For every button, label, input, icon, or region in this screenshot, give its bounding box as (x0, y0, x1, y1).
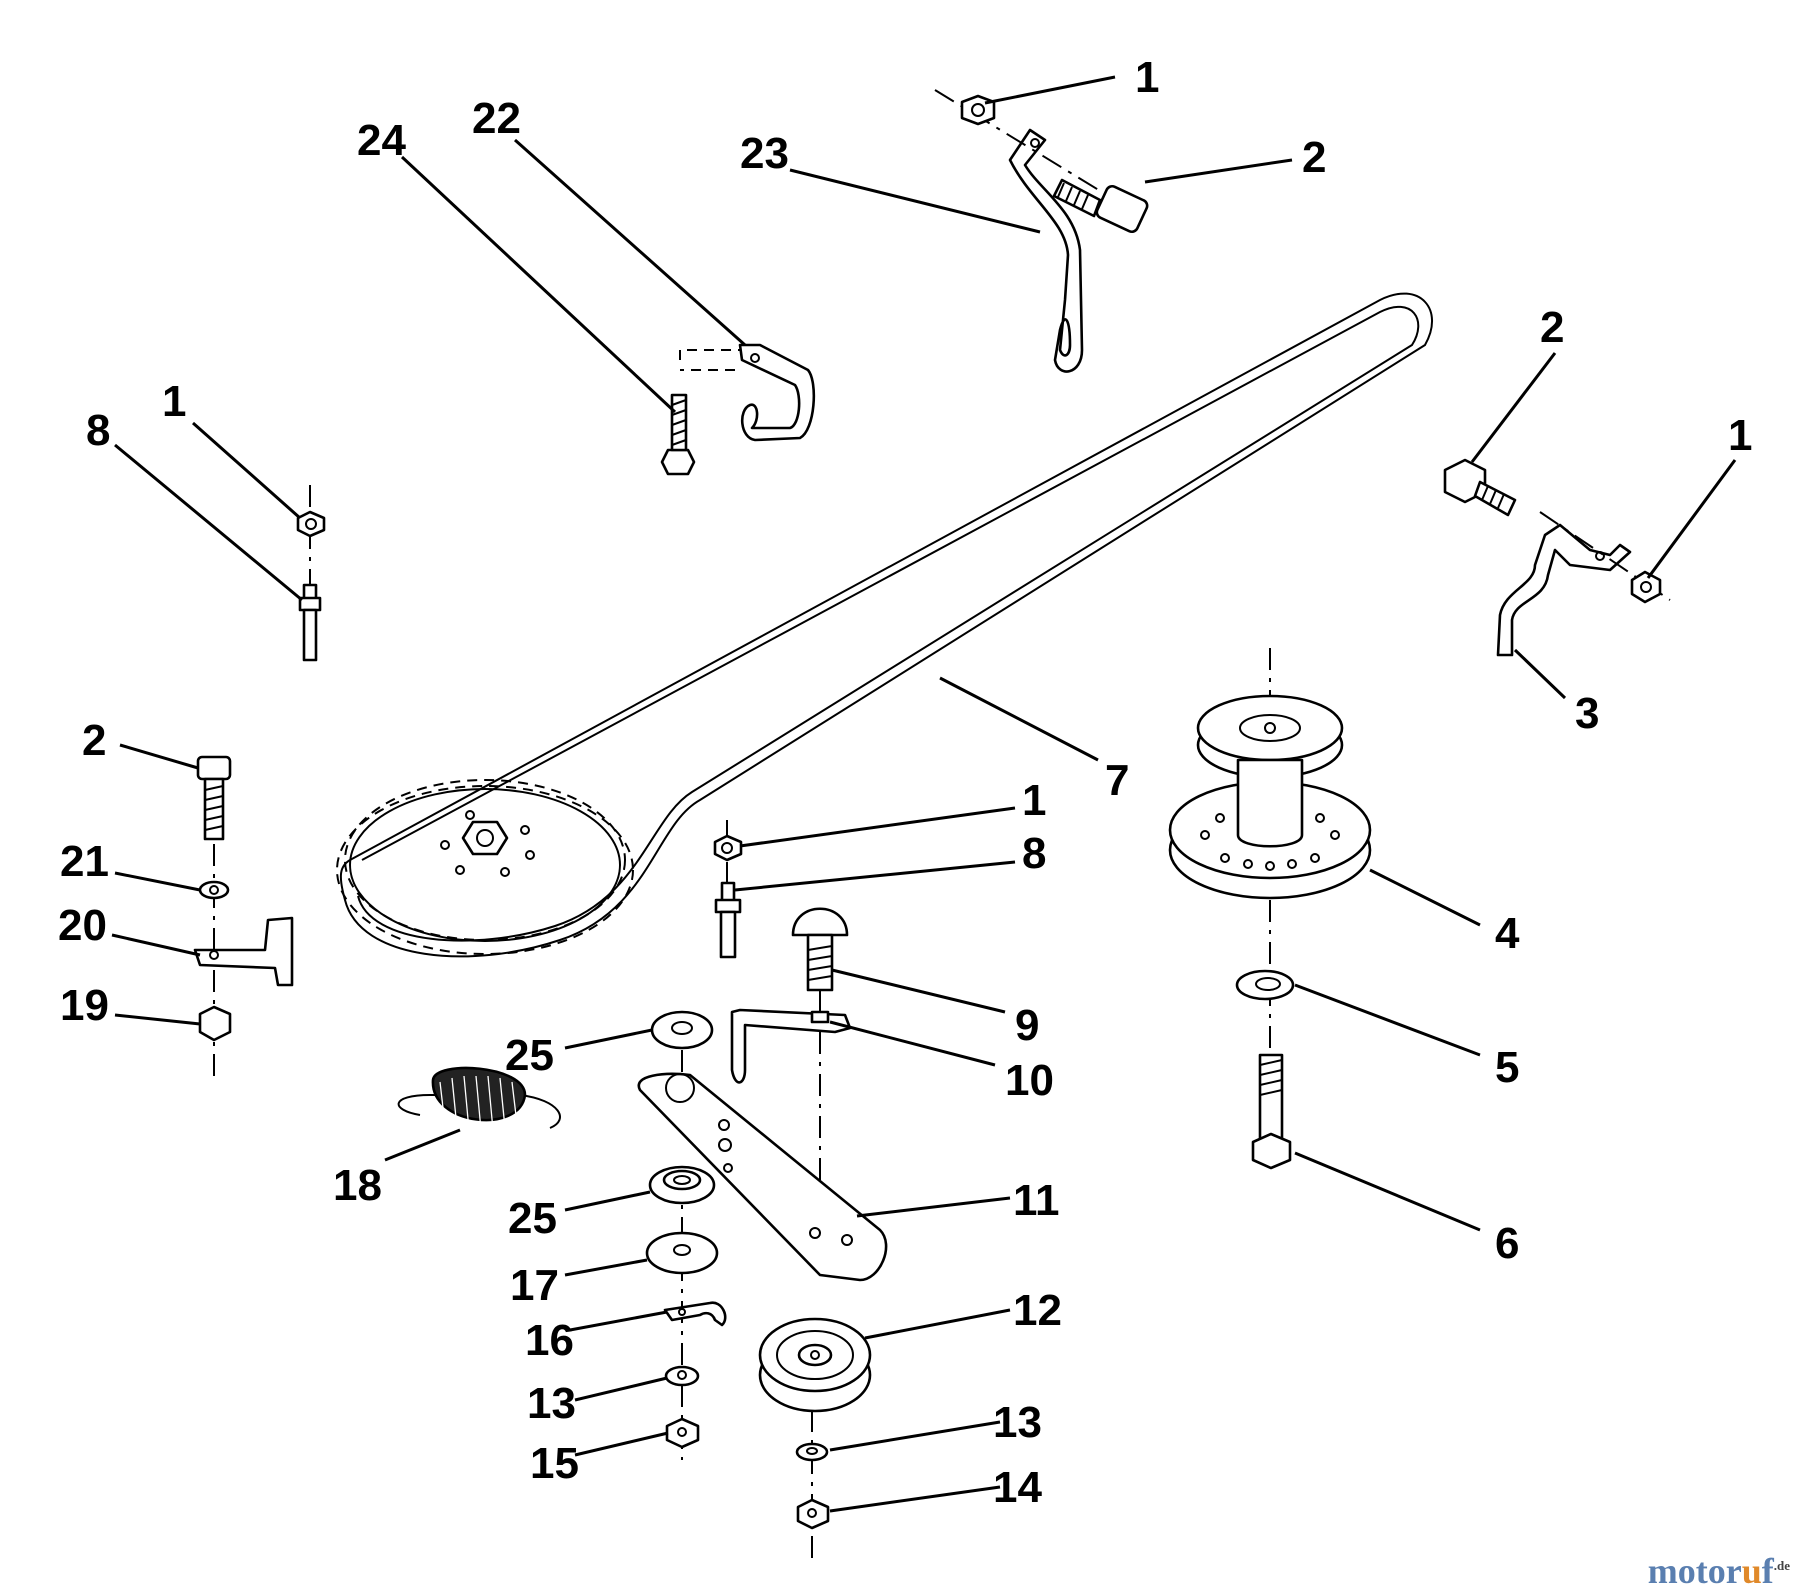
tension-spring (397, 1066, 561, 1131)
callout-24: 24 (357, 116, 406, 165)
belt-guide-top (934, 89, 1116, 373)
spindle-pulley (1168, 648, 1372, 1160)
left-bolt-stack (193, 755, 294, 1080)
callout-10: 10 (1005, 1056, 1054, 1105)
hex-nut-right (1630, 570, 1662, 604)
callout-2-right: 2 (1540, 303, 1564, 352)
bolt-right (1443, 458, 1517, 517)
hex-nut-top (960, 94, 996, 126)
callout-19: 19 (60, 981, 109, 1030)
watermark-accent: u (1741, 1551, 1762, 1591)
callout-25-upper: 25 (505, 1031, 554, 1080)
callout-2-left: 2 (82, 716, 106, 765)
callout-15: 15 (530, 1439, 579, 1488)
callout-4: 4 (1495, 909, 1520, 958)
callout-1-left: 1 (162, 377, 186, 426)
callout-2-top: 2 (1302, 133, 1326, 182)
spindle-bolt (1251, 1053, 1292, 1170)
callout-14: 14 (993, 1463, 1042, 1512)
callout-12: 12 (1013, 1286, 1062, 1335)
callout-25-lower: 25 (508, 1194, 557, 1243)
lock-washer (1235, 969, 1295, 1001)
engine-pulley-hub (440, 810, 535, 877)
callout-13-right: 13 (993, 1398, 1042, 1447)
idler-pulley (758, 1317, 872, 1413)
callout-9: 9 (1015, 1001, 1039, 1050)
bushing-upper (650, 1010, 714, 1080)
callout-8-left: 8 (86, 406, 110, 455)
callout-1-top: 1 (1135, 53, 1159, 102)
watermark-main: motor (1647, 1551, 1742, 1591)
callout-13-left: 13 (527, 1379, 576, 1428)
callout-6: 6 (1495, 1219, 1519, 1268)
callout-22: 22 (472, 94, 521, 143)
carriage-bolt (791, 907, 849, 1245)
callout-8-center: 8 (1022, 829, 1046, 878)
callout-21: 21 (60, 837, 109, 886)
callout-numbers: 1 2 23 24 22 2 1 1 8 3 2 7 1 8 4 21 20 1… (58, 53, 1752, 1512)
bolt-top (1052, 178, 1149, 234)
callout-23: 23 (740, 129, 789, 178)
drive-belt (336, 292, 1434, 958)
callout-5: 5 (1495, 1043, 1519, 1092)
callout-18: 18 (333, 1161, 382, 1210)
watermark-end: f (1761, 1551, 1774, 1591)
leader-lines (111, 75, 1737, 1513)
stud-center-group (713, 820, 743, 959)
callout-1-center: 1 (1022, 776, 1046, 825)
pulley-washer-nut (795, 1410, 830, 1560)
stud-left-group (296, 485, 326, 662)
callout-20: 20 (58, 901, 107, 950)
callout-7: 7 (1105, 756, 1129, 805)
lower-washer-stack (645, 1165, 727, 1460)
callout-1-right: 1 (1728, 411, 1752, 460)
idler-bracket (730, 1008, 852, 1084)
watermark-suffix: .de (1773, 1558, 1790, 1573)
idler-arm (637, 1072, 888, 1282)
callout-3: 3 (1575, 689, 1599, 738)
belt-guide-left (679, 343, 816, 442)
watermark-logo: motoruf.de (1648, 1550, 1790, 1592)
screw-24 (660, 393, 696, 476)
callout-17: 17 (510, 1261, 559, 1310)
callout-11: 11 (1013, 1176, 1060, 1225)
callout-16: 16 (525, 1316, 574, 1365)
